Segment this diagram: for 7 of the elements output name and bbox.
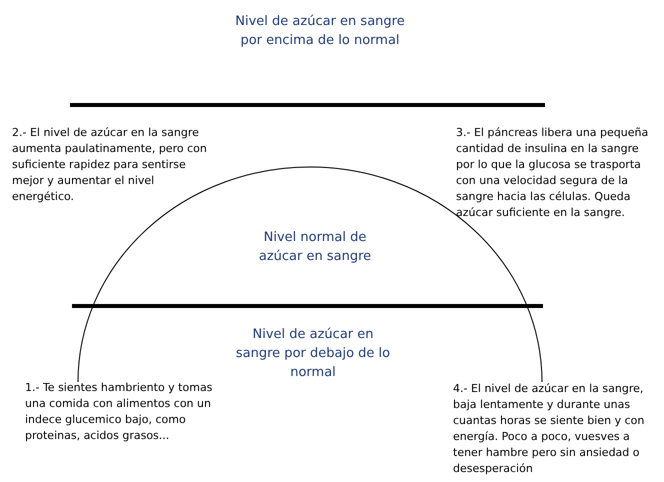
zone-label: Nivel normal de azúcar en sangre: [258, 229, 372, 266]
zone-label: Nivel de azúcar en sangre por debajo de lo normal: [234, 326, 392, 382]
zone-label: Nivel de azúcar en sangre por encima de lo normal: [234, 13, 406, 50]
step-note: 1.- Te sientes hambriento y tomas una comida con alimentos con un indece glucemico bajo, como proteinas, acidos grasos...: [25, 380, 214, 444]
step-note: 3.- El páncreas libera una pequeña cantidad de insulina en la sangre por lo que la glucosa se trasporta con una velocidad segura de la sangre hacia las células. Queda azúcar suficiente en la sangre.: [456, 125, 650, 221]
step-note: 2.- El nivel de azúcar en la sangre aumenta paulatinamente, pero con suficiente rapidez para sentirse mejor y aumentar el nivel energético.: [12, 125, 208, 205]
step-note: 4.- El nivel de azúcar en la sangre, baja lentamente y durante unas cuantas horas se siente bien y con energía. Poco a poco, vuesves a tener hambre pero sin ansiedad o desesperación: [453, 381, 646, 477]
